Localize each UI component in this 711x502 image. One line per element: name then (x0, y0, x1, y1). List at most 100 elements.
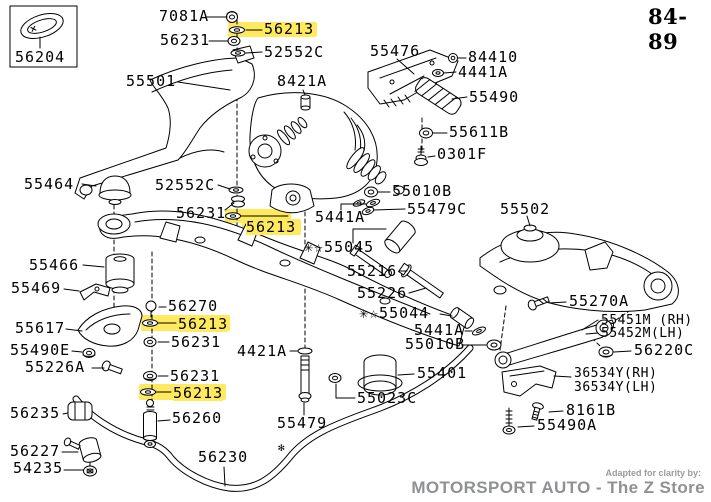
part-55490-drawing (414, 77, 462, 115)
part-label-55501: 55501 (126, 72, 177, 90)
leader-lines (61, 16, 632, 487)
washer-56213-top-icon (229, 26, 245, 34)
bracket-36534Y-drawing (501, 365, 557, 397)
part-label-55490: 55490 (469, 88, 520, 106)
part-label-55226A: 55226A (25, 358, 86, 376)
part-label-56213-highlighted-1: 56213 (264, 20, 315, 38)
bolt-8161B-icon (531, 402, 544, 421)
part-label-55464: 55464 (24, 175, 75, 193)
clip-glyph: ✻ (278, 441, 285, 454)
bolt-55479-drawing (297, 347, 313, 403)
part-label-8161B: 8161B (566, 401, 617, 419)
nut-55023C-icon (328, 373, 342, 383)
part-label-56213-highlighted-2: 56213 (246, 218, 297, 236)
part-label-5441A-1: 5441A (315, 208, 366, 226)
part-label-56213-highlighted-3: 56213 (178, 315, 229, 333)
part-label-54235: 54235 (13, 459, 64, 477)
part-label-55045: ✳☆55045 (304, 238, 375, 256)
part-label-56213-highlighted-4: 56213 (173, 384, 224, 402)
washers-56231-mid-icon (231, 195, 245, 208)
screw-55490A-icon (502, 407, 516, 435)
part-label-52552C-2: 52552C (155, 176, 216, 194)
part-label-56260: 56260 (172, 409, 223, 427)
washer-56213-4-icon (140, 388, 156, 396)
bushing-56235-drawing (67, 401, 93, 421)
part-label-55010B-2: 55010B (405, 335, 466, 353)
part-label-55401: 55401 (417, 364, 468, 382)
washer-5441A-low-icon (472, 326, 486, 336)
part-label-55044: ✳☆55044 (359, 304, 430, 322)
screw-0301F-icon (414, 145, 428, 166)
part-label-5441A-2: 5441A (414, 321, 465, 339)
part-label-36534Y-LH: 36534Y(LH) (574, 380, 658, 395)
washer-5441A-mid-icon (365, 198, 381, 208)
credit-line: Adapted for clarity by: (605, 468, 701, 478)
part-label-84410: 84410 (468, 48, 519, 66)
part-label-55490A: 55490A (537, 416, 598, 434)
part-label-55023C: 55023C (357, 389, 418, 407)
brand-logo-text: MOTORSPORT AUTO - The Z Store (411, 478, 705, 497)
part-label-4441A: 4441A (458, 63, 509, 81)
part-label-36534Y-RH: 36534Y(RH) (574, 366, 658, 381)
part-label-56220C: 56220C (634, 341, 695, 359)
clamp-56227-drawing (63, 437, 102, 469)
member-55502-drawing (479, 224, 679, 313)
washer-52552C-top-icon (230, 49, 246, 57)
nut-56231-3-icon (143, 337, 157, 347)
part-label-0301F: 0301F (437, 145, 488, 163)
part-label-55270A: 55270A (569, 292, 630, 310)
nut-84410-icon (448, 53, 458, 63)
washer-52552C-mid-icon (228, 186, 244, 194)
part-label-56270: 56270 (168, 297, 219, 315)
nut-56220C-icon (598, 346, 614, 358)
bushing-55044-drawing (449, 307, 475, 329)
washer-56213-mid-icon (225, 212, 241, 220)
bracket-55476-drawing (367, 49, 462, 115)
part-label-7081A: 7081A (159, 7, 210, 25)
part-label-55452M-LH: 55452M(LH) (601, 326, 685, 341)
bolt-55216-icon (349, 244, 392, 278)
nut-55611B-icon (419, 127, 433, 139)
nut-56231-top-icon (227, 36, 241, 46)
part-label-55617: 55617 (15, 319, 66, 337)
crossmember-drawing (97, 210, 467, 347)
page-number: 84-89 (648, 4, 688, 54)
nut-55490E-icon (82, 348, 96, 358)
part-label-56231-3: 56231 (171, 333, 222, 351)
part-label-55476: 55476 (370, 42, 421, 60)
bolt-55270A-icon (527, 296, 550, 311)
part-label-56204: 56204 (15, 48, 66, 66)
part-label-55466: 55466 (29, 256, 80, 274)
part-label-56231-2: 56231 (176, 204, 227, 222)
part-label-55490E: 55490E (10, 341, 71, 359)
cv-boot-left (277, 117, 308, 146)
part-label-55226: 55226 (357, 284, 408, 302)
part-label-56235: 56235 (10, 404, 61, 422)
part-label-55010B-1: 55010B (392, 182, 453, 200)
inset-box (9, 5, 78, 68)
nut-55010B-low-icon (486, 339, 502, 351)
left-mount-stack-drawing (77, 175, 143, 347)
nut-54235-icon (83, 465, 97, 477)
nut-7081A-icon (226, 11, 238, 23)
part-label-55502: 55502 (500, 200, 551, 218)
part-label-8421A: 8421A (277, 72, 328, 90)
nut-56231-4-icon (143, 371, 157, 381)
part-label-52552C-1: 52552C (264, 43, 325, 61)
part-label-56231-1: 56231 (160, 31, 211, 49)
part-label-55479: 55479 (277, 414, 328, 432)
bushing-55045-drawing (384, 220, 416, 254)
part-label-55451M-RH: 55451M (RH) (601, 313, 693, 328)
insulator-55401-drawing (357, 354, 403, 396)
part-label-55216: 55216 (347, 262, 398, 280)
cv-boot-right (346, 147, 387, 185)
link-56260-drawing (143, 399, 157, 448)
stabilizer-bar-drawing (72, 344, 474, 492)
differential-drawing (248, 92, 405, 214)
washers-55479C-icon (352, 199, 375, 216)
washer-4441A-icon (432, 69, 444, 77)
part-label-56227: 56227 (10, 442, 61, 460)
part-label-56231-4: 56231 (170, 367, 221, 385)
stud-8421A-icon (300, 94, 311, 111)
